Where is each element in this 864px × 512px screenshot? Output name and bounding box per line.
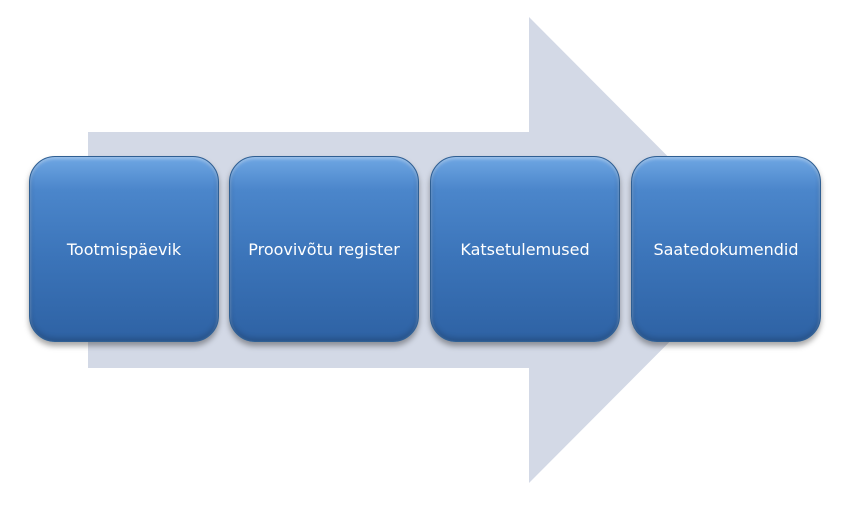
step-label: Katsetulemused [460,239,590,259]
step-label: Saatedokumendid [653,239,799,259]
step-box-test-results: Katsetulemused [430,156,620,342]
step-box-production-log: Tootmispäevik [29,156,219,342]
step-box-shipping-documents: Saatedokumendid [631,156,821,342]
step-box-sampling-register: Proovivõtu register [229,156,419,342]
step-label: Tootmispäevik [66,239,182,259]
step-label: Proovivõtu register [248,239,400,259]
arrow-shape [88,17,761,483]
